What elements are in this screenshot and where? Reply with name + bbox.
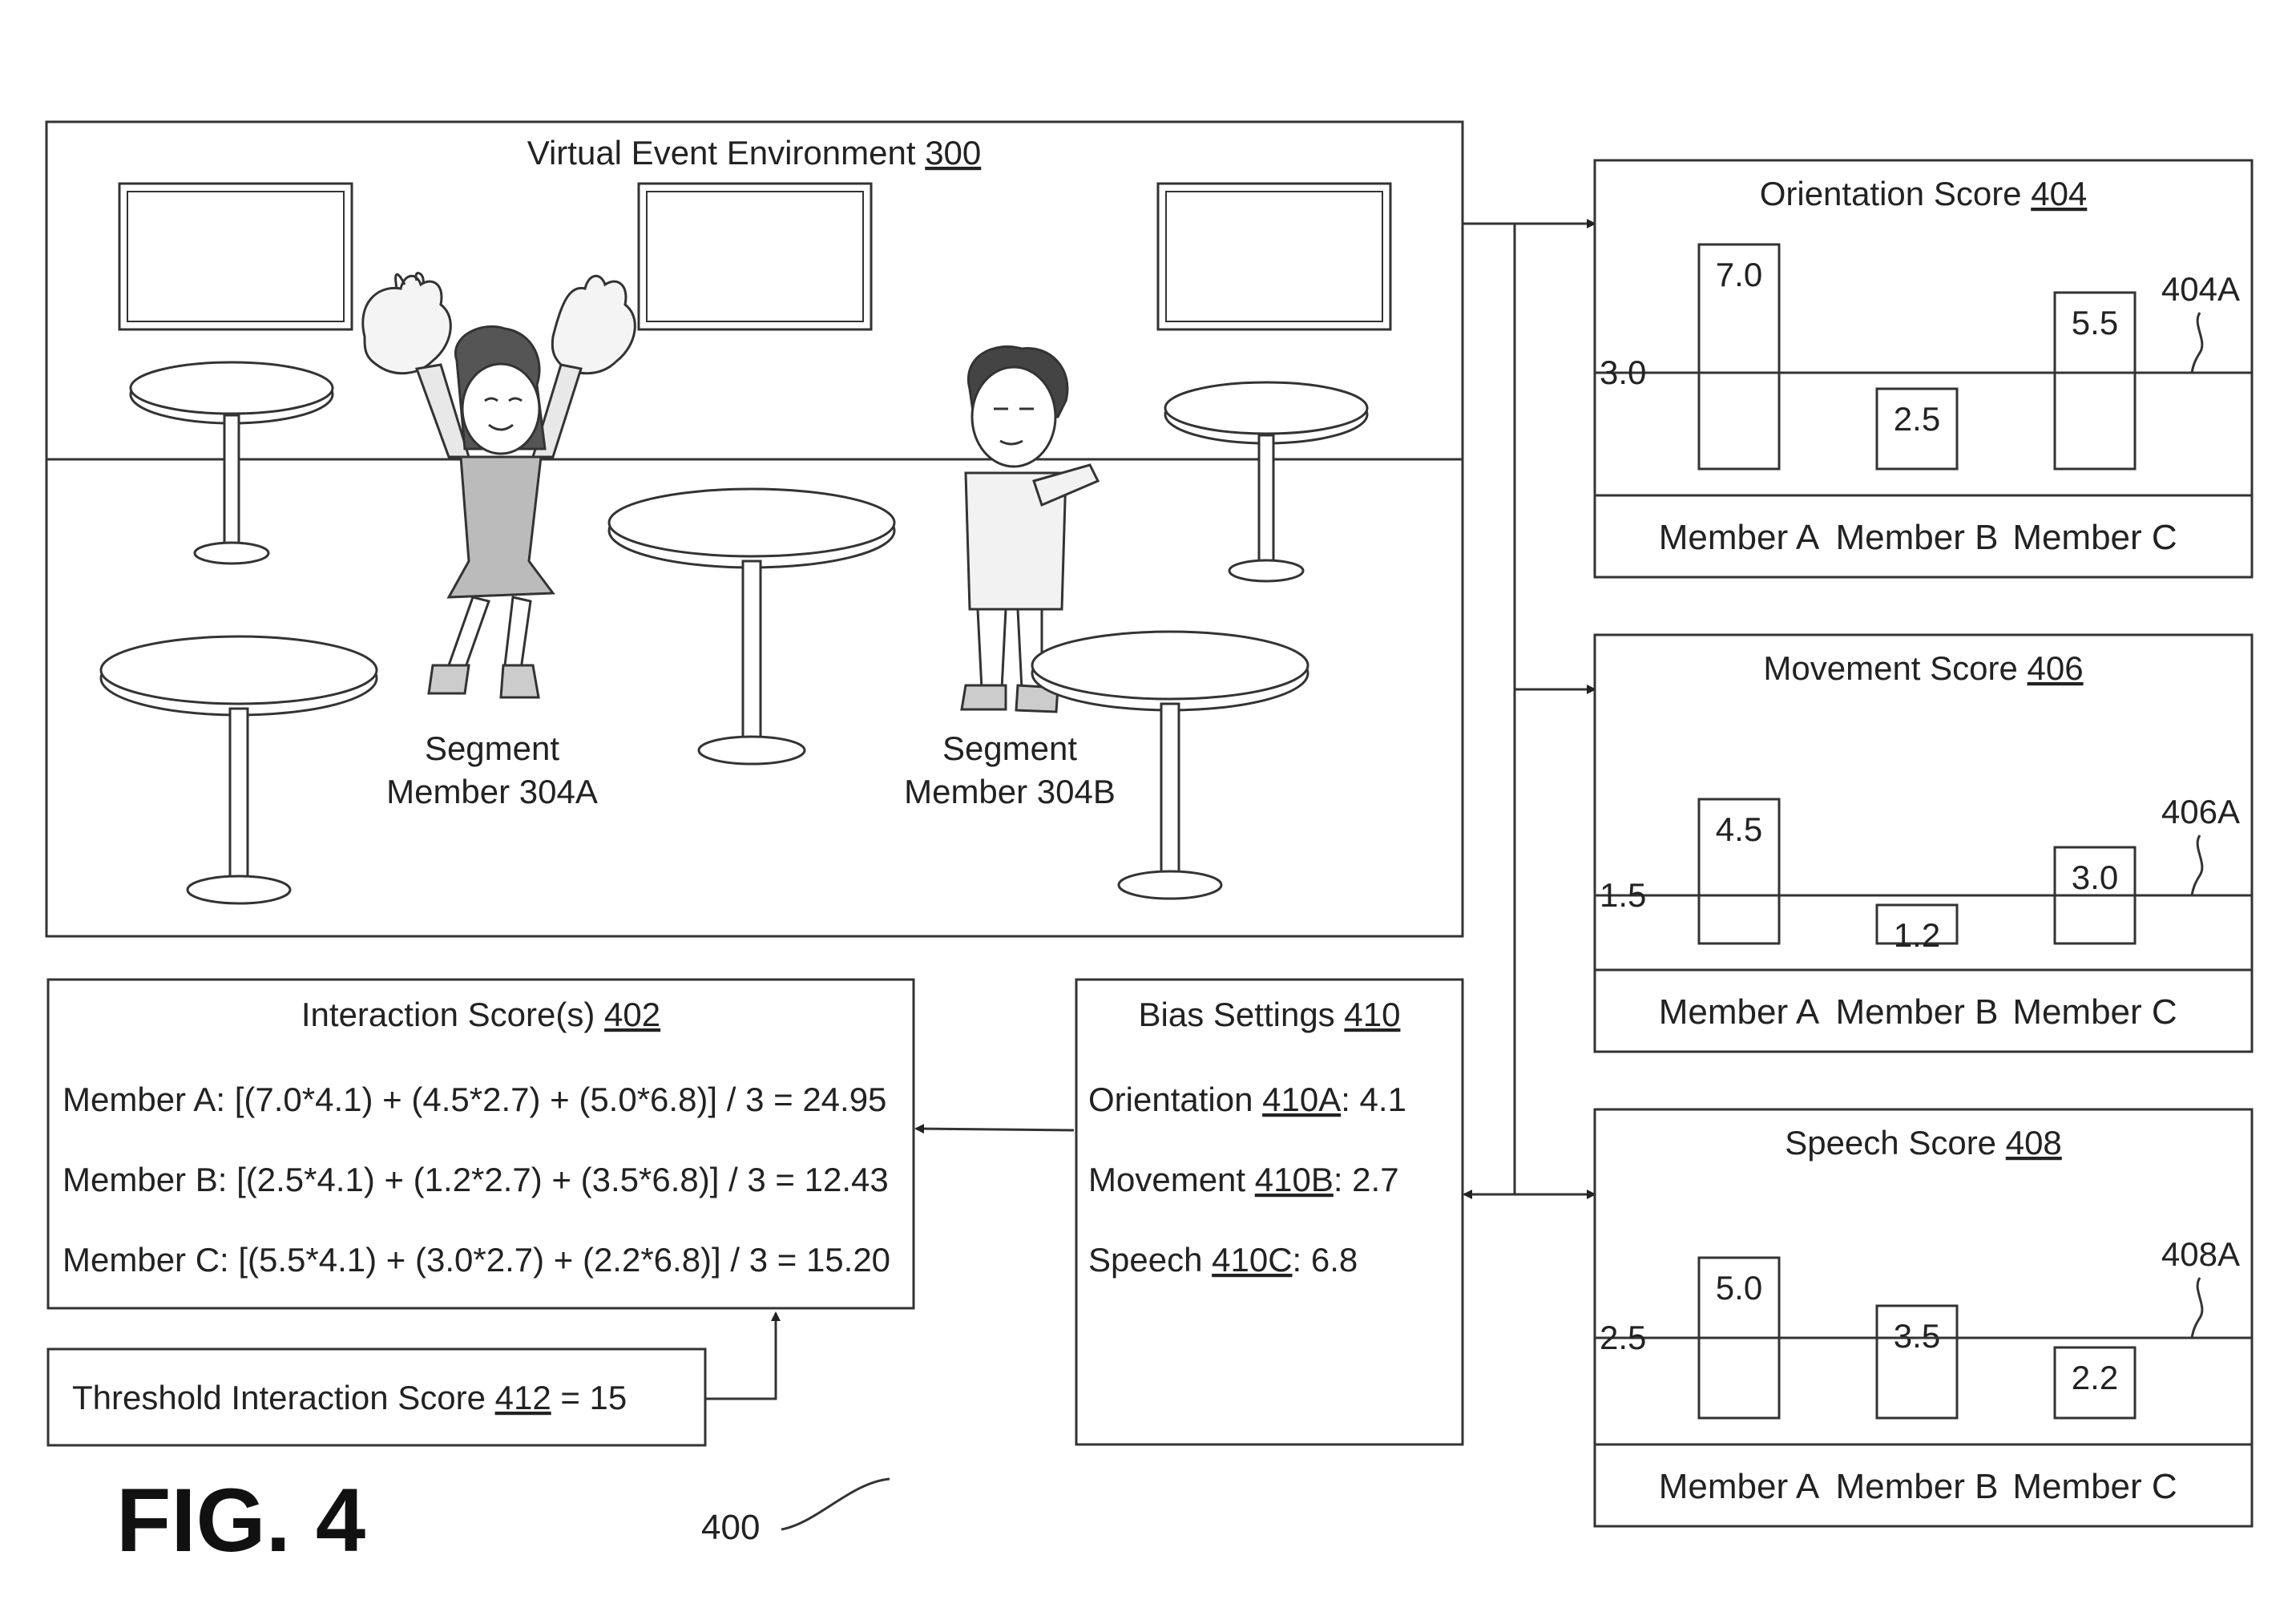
interaction-row-member-b: Member B: [(2.5*4.1) + (1.2*2.7) + (3.5*… — [63, 1161, 889, 1198]
cafe-table — [1164, 381, 1369, 583]
threshold-reference-leader — [2190, 1277, 2204, 1339]
bar-value-label: 2.5 — [1894, 400, 1940, 438]
bar-value-label: 4.5 — [1716, 810, 1762, 848]
figure-label: FIG. 4 — [116, 1470, 365, 1570]
bias-row-orientation: Orientation 410A: 4.1 — [1088, 1081, 1406, 1118]
chart-title-ref: 406 — [2028, 649, 2084, 687]
avatar-member-a — [361, 272, 636, 699]
virtual-event-environment: Virtual Event Environment 300 — [45, 120, 1464, 938]
chart-title: Speech Score 408 — [1785, 1124, 2062, 1162]
bias-settings-box: Bias Settings 410 Orientation 410A: 4.1 … — [1075, 978, 1464, 1446]
bar-value-label: 1.2 — [1894, 916, 1940, 954]
category-label: Member B — [1836, 518, 1999, 557]
category-label: Member A — [1659, 992, 1820, 1032]
category-label: Member C — [2012, 518, 2177, 557]
threshold-reference-label: 404A — [2161, 270, 2240, 308]
category-label: Member A — [1659, 1467, 1820, 1506]
threshold-value-label: 3.0 — [1600, 354, 1646, 391]
bar-member-b — [1875, 903, 1959, 945]
segment-member-a-label-line2: Member 304A — [386, 773, 598, 810]
wall-screen — [637, 182, 873, 331]
avatar-member-b — [960, 345, 1100, 713]
bar-value-label: 5.0 — [1716, 1269, 1762, 1307]
connectors — [705, 219, 1596, 1400]
wall-screen — [1156, 182, 1392, 331]
bar-member-c — [2053, 291, 2137, 471]
threshold-value-label: 2.5 — [1600, 1319, 1646, 1356]
bias-settings-title: Bias Settings 410 — [1139, 996, 1401, 1033]
bias-row-speech: Speech 410C: 6.8 — [1088, 1241, 1358, 1279]
segment-member-b-label-line2: Member 304B — [904, 773, 1116, 810]
interaction-scores-box: Interaction Score(s) 402 Member A: [(7.0… — [46, 978, 915, 1310]
threshold-reference-leader — [2190, 834, 2204, 896]
arrow-threshold-to-interaction — [705, 1311, 781, 1400]
environment-title: Virtual Event Environment 300 — [527, 134, 982, 172]
cafe-table — [1031, 630, 1309, 900]
threshold-box: Threshold Interaction Score 412 = 15 — [46, 1347, 707, 1447]
category-label: Member C — [2012, 1467, 2177, 1506]
category-label: Member B — [1836, 992, 1999, 1032]
bar-value-label: 7.0 — [1716, 256, 1762, 293]
threshold-reference-label: 408A — [2161, 1235, 2240, 1273]
threshold-reference-leader — [2190, 312, 2204, 374]
bar-member-a — [1697, 798, 1781, 945]
chart-title: Movement Score 406 — [1763, 649, 2083, 687]
chart-title-ref: 404 — [2031, 175, 2087, 212]
threshold-label: Threshold Interaction Score 412 = 15 — [72, 1379, 627, 1416]
chart-title-text: Speech Score — [1785, 1124, 2006, 1162]
chart-title: Orientation Score 404 — [1760, 175, 2088, 212]
bar-value-label: 5.5 — [2072, 304, 2118, 341]
bias-row-movement: Movement 410B: 2.7 — [1088, 1161, 1399, 1198]
interaction-scores-title: Interaction Score(s) 402 — [301, 996, 660, 1033]
interaction-row-member-a: Member A: [(7.0*4.1) + (4.5*2.7) + (5.0*… — [63, 1081, 886, 1118]
arrow-bias-to-interaction — [914, 1124, 1075, 1134]
figure-reference: 400 — [701, 1508, 760, 1547]
bar-member-a — [1697, 243, 1781, 471]
figure-reference-leader — [781, 1477, 890, 1531]
chart-title-ref: 408 — [2006, 1124, 2062, 1162]
category-label: Member C — [2012, 992, 2177, 1032]
category-label: Member A — [1659, 518, 1820, 557]
segment-member-a-label-line1: Segment — [425, 729, 559, 767]
cafe-table — [129, 361, 334, 565]
cafe-table — [99, 635, 378, 905]
chart-title-text: Movement Score — [1763, 649, 2027, 687]
threshold-reference-label: 406A — [2161, 793, 2240, 830]
bar-value-label: 3.0 — [2072, 859, 2118, 896]
segment-member-b-label-line1: Segment — [942, 729, 1077, 767]
wall-screen — [118, 182, 353, 331]
bar-value-label: 3.5 — [1894, 1317, 1940, 1355]
cafe-table — [607, 487, 896, 766]
chart-title-text: Orientation Score — [1760, 175, 2032, 212]
interaction-row-member-c: Member C: [(5.5*4.1) + (3.0*2.7) + (2.2*… — [63, 1241, 890, 1279]
bar-value-label: 2.2 — [2072, 1359, 2118, 1396]
threshold-value-label: 1.5 — [1600, 876, 1646, 914]
bar-member-c — [2053, 1346, 2137, 1420]
chart-frame — [1593, 159, 2254, 579]
chart-frame — [1593, 633, 2254, 1053]
category-label: Member B — [1836, 1467, 1999, 1506]
bar-member-b — [1875, 387, 1959, 471]
bar-member-b — [1875, 1304, 1959, 1420]
